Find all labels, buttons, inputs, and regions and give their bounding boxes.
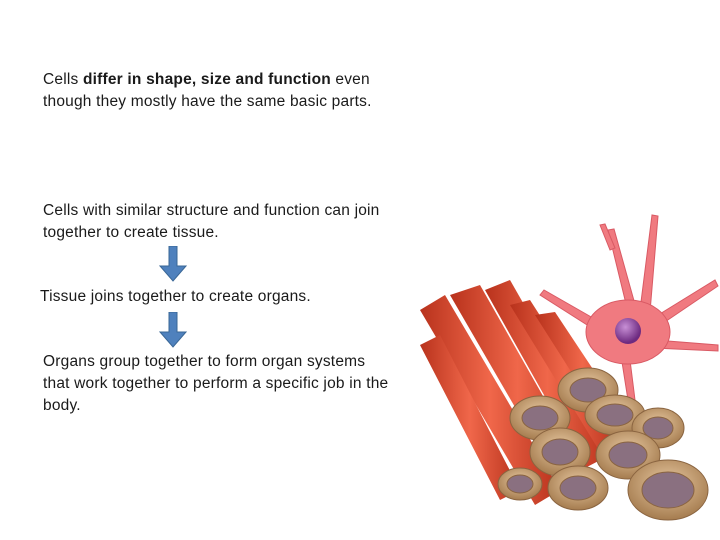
- fat-cells: [497, 367, 709, 521]
- statement-cells-form-tissue: Cells with similar structure and functio…: [43, 202, 380, 241]
- statement-1-text-start: Cells: [43, 71, 83, 88]
- neuron-cell: [539, 214, 719, 401]
- down-arrow-icon: [159, 246, 187, 282]
- statement-tissue-forms-organs: Tissue joins together to create organs.: [40, 288, 311, 305]
- statement-organ-systems: Organs group together to form organ syst…: [43, 353, 389, 414]
- down-arrow-icon: [159, 312, 187, 348]
- statement-1-emphasis: differ in shape, size and function: [82, 71, 331, 88]
- cells-illustration: [420, 214, 719, 521]
- statement-1-text-end: even though they mostly have the same ba…: [43, 71, 372, 110]
- statement-cells-differ: Cells differ in shape, size and function…: [43, 69, 403, 113]
